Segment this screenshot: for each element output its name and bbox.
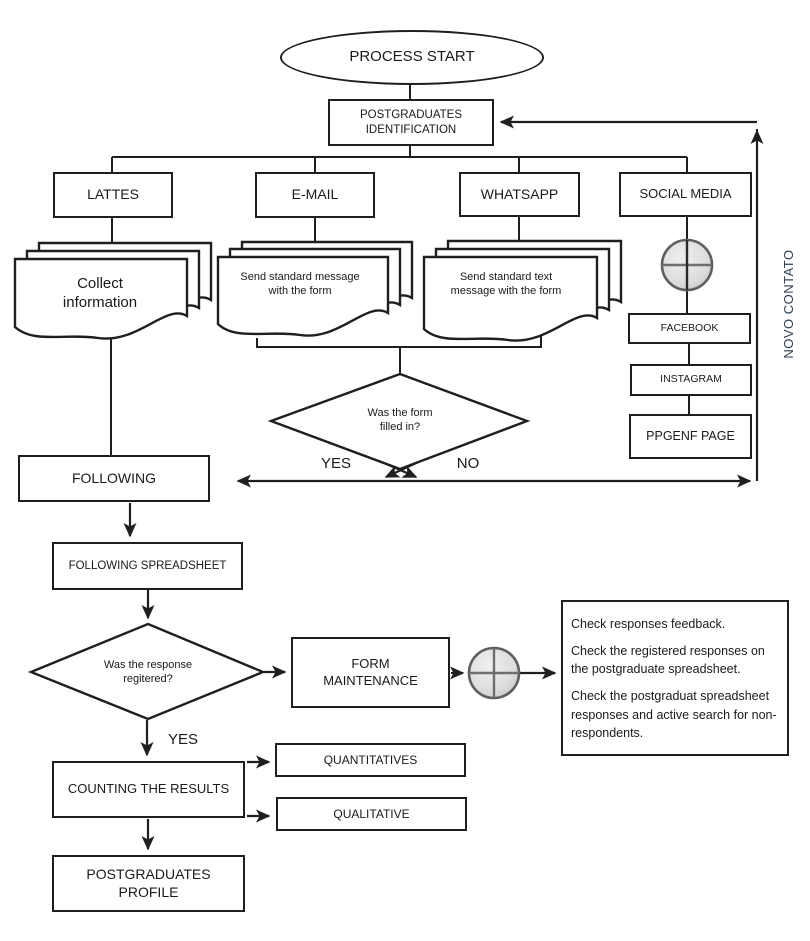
qualitative-label: QUALITATIVE	[333, 806, 410, 821]
following-spreadsheet-box: FOLLOWING SPREADSHEET	[52, 542, 243, 590]
notes-box: Check responses feedback. Check the regi…	[561, 600, 789, 756]
note-line: Check responses feedback.	[571, 617, 726, 631]
form-filled-decision-shape	[267, 372, 531, 471]
social-media-box: SOCIAL MEDIA	[619, 172, 752, 217]
following-label: FOLLOWING	[71, 469, 156, 486]
form-maintenance-box: FORM MAINTENANCE	[291, 637, 450, 708]
collect-information-document-shape	[13, 241, 213, 340]
postgraduates-profile-label: POSTGRADUATES PROFILE	[86, 866, 211, 900]
email-message-document: Send standard message with the form	[230, 260, 370, 310]
following-spreadsheet-label: FOLLOWING SPREADSHEET	[68, 559, 227, 572]
facebook-box: FACEBOOK	[628, 313, 751, 344]
yes-label-2: YES	[167, 730, 198, 748]
email-box: E-MAIL	[255, 172, 375, 218]
postgraduates-identification-box: POSTGRADUATES IDENTIFICATION	[328, 99, 494, 146]
social-media-connector-circle-icon	[660, 238, 714, 292]
start-ellipse: PROCESS START	[280, 30, 544, 85]
arrow-lines	[123, 115, 764, 851]
postgraduates-profile-box: POSTGRADUATES PROFILE	[52, 855, 245, 912]
whatsapp-box: WHATSAPP	[459, 172, 580, 217]
lattes-box: LATTES	[53, 172, 173, 218]
form-filled-decision: Was the form filled in?	[330, 403, 470, 439]
collect-information-document: Collect information	[25, 262, 175, 326]
form-filled-question: Was the form filled in?	[367, 407, 433, 433]
quantitatives-label: QUANTITATIVES	[323, 752, 418, 767]
qualitative-box: QUALITATIVE	[276, 797, 467, 831]
ppgenf-page-label: PPGENF PAGE	[646, 428, 735, 443]
social-media-label: SOCIAL MEDIA	[639, 186, 732, 202]
response-registered-decision: Was the response regitered?	[68, 655, 228, 691]
counting-results-label: COUNTING THE RESULTS	[67, 781, 230, 797]
postgraduates-identification-label: POSTGRADUATES IDENTIFICATION	[359, 109, 463, 136]
form-maintenance-label: FORM MAINTENANCE	[323, 656, 418, 688]
collect-information-label: Collect information	[62, 275, 138, 311]
email-label: E-MAIL	[291, 186, 339, 203]
novo-contato-label: NOVO CONTATO	[780, 249, 796, 359]
instagram-label: INSTAGRAM	[660, 373, 722, 386]
whatsapp-message-document: Send standard text message with the form	[436, 260, 576, 310]
note-line: Check the postgraduat spreadsheet respon…	[571, 689, 777, 740]
quantitatives-box: QUANTITATIVES	[275, 743, 466, 777]
response-registered-decision-shape	[27, 622, 267, 721]
email-message-label: Send standard message with the form	[240, 271, 360, 297]
no-label: NO	[456, 454, 480, 472]
lattes-label: LATTES	[87, 186, 139, 203]
yes-label: YES	[320, 454, 351, 472]
note-line: Check the registered responses on the po…	[571, 644, 765, 677]
response-registered-question: Was the response regitered?	[103, 659, 193, 685]
whatsapp-message-label: Send standard text message with the form	[450, 271, 562, 297]
following-box: FOLLOWING	[18, 455, 210, 502]
email-message-document-shape	[216, 240, 414, 337]
whatsapp-message-document-shape	[422, 239, 623, 342]
ppgenf-page-box: PPGENF PAGE	[629, 414, 752, 459]
facebook-label: FACEBOOK	[660, 321, 719, 334]
form-maintenance-connector-circle-icon	[467, 646, 521, 700]
counting-results-box: COUNTING THE RESULTS	[52, 761, 245, 818]
whatsapp-label: WHATSAPP	[480, 185, 559, 202]
instagram-box: INSTAGRAM	[630, 364, 752, 396]
start-label: PROCESS START	[349, 48, 475, 66]
